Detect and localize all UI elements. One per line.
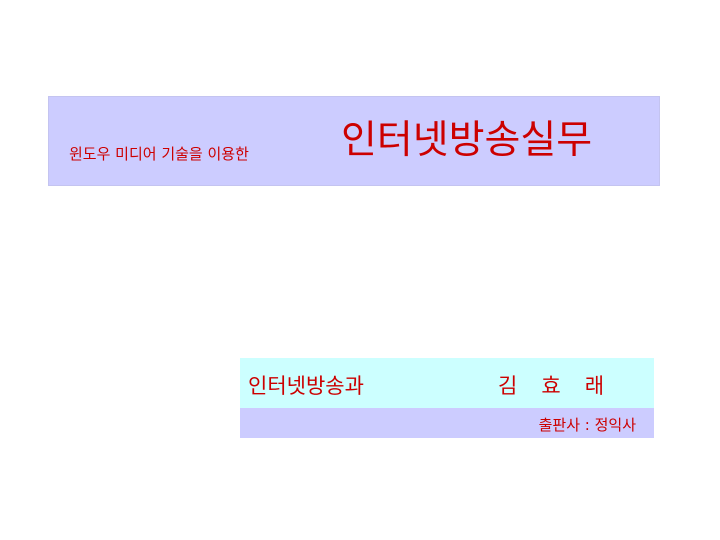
title-box: 윈도우 미디어 기술을 이용한 인터넷방송실무 [48, 96, 660, 186]
author-row-publisher: 출판사 : 정익사 [240, 408, 654, 438]
author-box: 인터넷방송과 김 효 래 출판사 : 정익사 [240, 358, 654, 438]
department-label: 인터넷방송과 [248, 374, 364, 398]
main-title: 인터넷방송실무 [341, 118, 593, 163]
publisher-label: 출판사 : 정익사 [538, 416, 636, 434]
author-name: 김 효 래 [498, 374, 606, 398]
author-row-department: 인터넷방송과 김 효 래 [240, 358, 654, 408]
subtitle: 윈도우 미디어 기술을 이용한 [69, 145, 249, 163]
